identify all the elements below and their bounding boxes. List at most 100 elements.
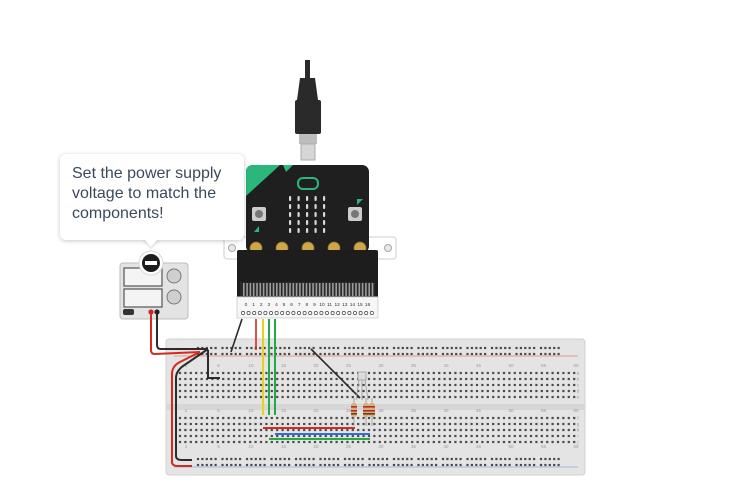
breadboard-hole[interactable]: [556, 395, 560, 399]
breadboard-hole[interactable]: [340, 371, 344, 375]
rail-hole[interactable]: [294, 346, 298, 350]
breadboard-hole[interactable]: [319, 389, 322, 393]
breadboard-hole[interactable]: [281, 389, 284, 393]
breadboard-hole[interactable]: [286, 440, 290, 444]
rail-hole[interactable]: [519, 457, 522, 461]
breadboard-hole[interactable]: [259, 371, 263, 375]
breadboard-hole[interactable]: [259, 428, 263, 432]
breadboard-hole[interactable]: [357, 416, 360, 420]
pin-hole[interactable]: [246, 311, 251, 315]
rail-hole[interactable]: [214, 457, 217, 461]
breadboard-hole[interactable]: [232, 377, 236, 381]
breadboard-hole[interactable]: [546, 428, 549, 432]
breadboard-hole[interactable]: [502, 440, 506, 444]
breadboard-hole[interactable]: [238, 440, 241, 444]
breadboard-hole[interactable]: [562, 434, 565, 438]
breadboard-hole[interactable]: [222, 371, 225, 375]
rail-hole[interactable]: [553, 457, 556, 461]
rail-hole[interactable]: [214, 352, 217, 356]
breadboard-hole[interactable]: [497, 428, 500, 432]
rail-hole[interactable]: [328, 352, 331, 356]
rail-hole[interactable]: [323, 463, 326, 467]
pin-hole[interactable]: [308, 311, 313, 315]
breadboard-hole[interactable]: [421, 440, 425, 444]
breadboard-hole[interactable]: [421, 416, 425, 420]
breadboard-hole[interactable]: [335, 434, 338, 438]
breadboard-hole[interactable]: [292, 428, 295, 432]
breadboard-hole[interactable]: [200, 416, 203, 420]
breadboard-hole[interactable]: [178, 416, 182, 420]
rail-hole[interactable]: [508, 352, 511, 356]
breadboard-hole[interactable]: [232, 416, 236, 420]
breadboard-hole[interactable]: [292, 440, 295, 444]
rail-hole[interactable]: [234, 346, 237, 350]
breadboard-hole[interactable]: [367, 395, 371, 399]
breadboard-hole[interactable]: [297, 383, 300, 387]
breadboard-hole[interactable]: [335, 395, 338, 399]
breadboard-hole[interactable]: [324, 428, 327, 432]
breadboard-hole[interactable]: [481, 395, 484, 399]
rail-hole[interactable]: [553, 352, 556, 356]
rail-hole[interactable]: [548, 457, 551, 461]
breadboard-hole[interactable]: [249, 389, 252, 393]
breadboard-hole[interactable]: [211, 416, 214, 420]
rail-hole[interactable]: [401, 346, 404, 350]
rail-hole[interactable]: [470, 352, 473, 356]
breadboard-hole[interactable]: [276, 389, 279, 393]
breadboard-hole[interactable]: [378, 440, 381, 444]
rail-hole[interactable]: [466, 352, 469, 356]
breadboard-hole[interactable]: [486, 395, 489, 399]
breadboard-hole[interactable]: [362, 395, 365, 399]
breadboard-hole[interactable]: [384, 416, 387, 420]
breadboard-hole[interactable]: [562, 371, 565, 375]
rail-hole[interactable]: [372, 457, 375, 461]
rail-hole[interactable]: [263, 457, 266, 461]
breadboard-hole[interactable]: [238, 428, 241, 432]
breadboard-hole[interactable]: [513, 422, 516, 426]
breadboard-hole[interactable]: [308, 383, 311, 387]
breadboard-hole[interactable]: [389, 434, 392, 438]
breadboard-hole[interactable]: [184, 395, 187, 399]
breadboard-hole[interactable]: [346, 389, 349, 393]
rail-hole[interactable]: [528, 346, 531, 350]
rail-hole[interactable]: [435, 352, 438, 356]
rail-hole[interactable]: [328, 457, 331, 461]
breadboard-hole[interactable]: [470, 389, 473, 393]
rail-hole[interactable]: [323, 457, 326, 461]
breadboard-hole[interactable]: [265, 377, 268, 381]
breadboard-hole[interactable]: [276, 395, 279, 399]
breadboard-hole[interactable]: [205, 428, 209, 432]
breadboard-hole[interactable]: [319, 395, 322, 399]
breadboard-hole[interactable]: [373, 416, 376, 420]
breadboard-hole[interactable]: [351, 416, 354, 420]
rail-hole[interactable]: [343, 457, 347, 461]
breadboard-hole[interactable]: [389, 428, 392, 432]
breadboard-hole[interactable]: [330, 389, 333, 393]
breadboard-hole[interactable]: [238, 422, 241, 426]
breadboard-hole[interactable]: [540, 389, 543, 393]
breadboard-hole[interactable]: [486, 434, 489, 438]
breadboard-hole[interactable]: [265, 395, 268, 399]
breadboard-hole[interactable]: [551, 428, 554, 432]
breadboard-hole[interactable]: [216, 383, 219, 387]
breadboard-hole[interactable]: [454, 434, 457, 438]
rail-hole[interactable]: [524, 463, 527, 467]
breadboard-hole[interactable]: [400, 383, 403, 387]
breadboard-hole[interactable]: [362, 389, 365, 393]
breadboard-hole[interactable]: [481, 389, 484, 393]
breadboard-hole[interactable]: [184, 440, 187, 444]
breadboard-hole[interactable]: [189, 377, 192, 381]
breadboard-hole[interactable]: [249, 383, 252, 387]
breadboard-hole[interactable]: [330, 395, 333, 399]
breadboard-hole[interactable]: [438, 395, 441, 399]
breadboard-hole[interactable]: [259, 416, 263, 420]
breadboard-hole[interactable]: [313, 371, 317, 375]
rail-hole[interactable]: [368, 463, 371, 467]
breadboard-hole[interactable]: [529, 434, 533, 438]
breadboard-hole[interactable]: [551, 389, 554, 393]
breadboard-hole[interactable]: [535, 416, 538, 420]
breadboard-hole[interactable]: [265, 440, 268, 444]
breadboard-hole[interactable]: [475, 377, 479, 381]
rail-hole[interactable]: [294, 457, 298, 461]
